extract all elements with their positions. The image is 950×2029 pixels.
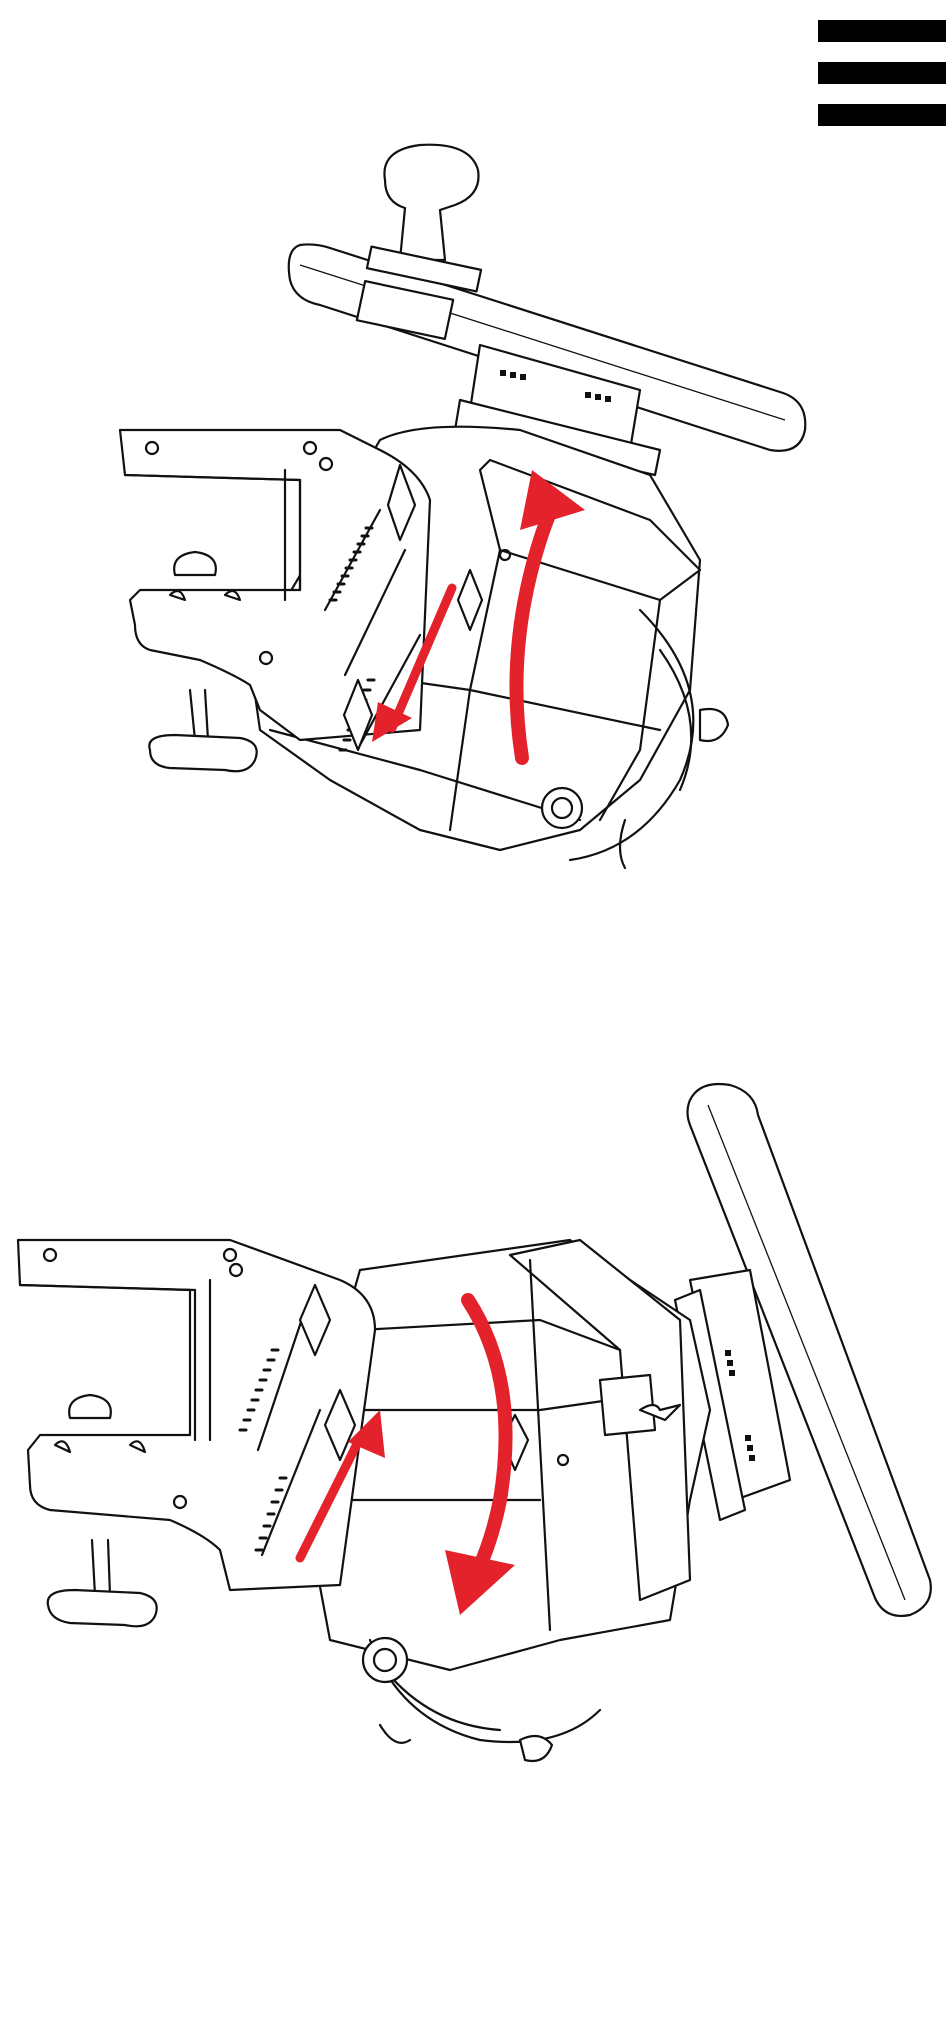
adjust-dial: [363, 1638, 407, 1682]
wheel-base-tilt-up-drawing: [0, 130, 950, 890]
wheel-base-tilt-down-illustration: [0, 1080, 950, 1820]
hamburger-menu-icon[interactable]: [818, 20, 946, 126]
menu-bar-top: [818, 20, 946, 42]
menu-bar-middle: [818, 62, 946, 84]
wheel-base-tilt-down-drawing: [0, 1080, 950, 1820]
clamp-screw-handle: [149, 735, 256, 771]
clamp-screw-handle: [48, 1590, 157, 1626]
menu-bar-bottom: [818, 104, 946, 126]
wheel-base-tilt-up-illustration: [0, 130, 950, 890]
adjust-dial: [542, 788, 582, 828]
shifter-knob: [384, 145, 478, 260]
